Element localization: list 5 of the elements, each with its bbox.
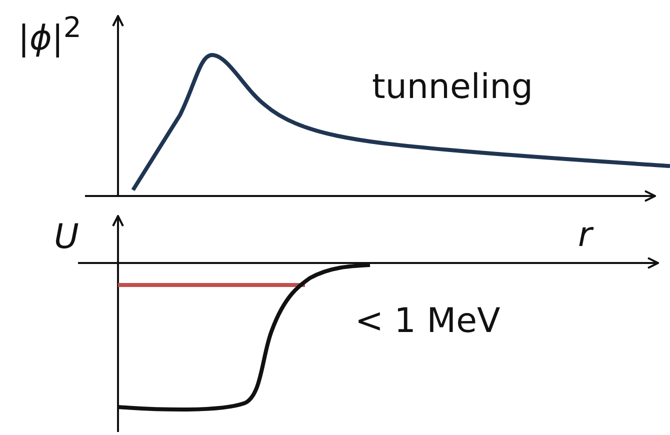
axis-label: U [54, 220, 79, 254]
energy-label: < 1 MeV [355, 304, 500, 338]
curve-label: tunneling [372, 70, 533, 104]
axis-label: r [578, 218, 592, 252]
axis-label: |ϕ|$^{2}$ [18, 14, 82, 56]
